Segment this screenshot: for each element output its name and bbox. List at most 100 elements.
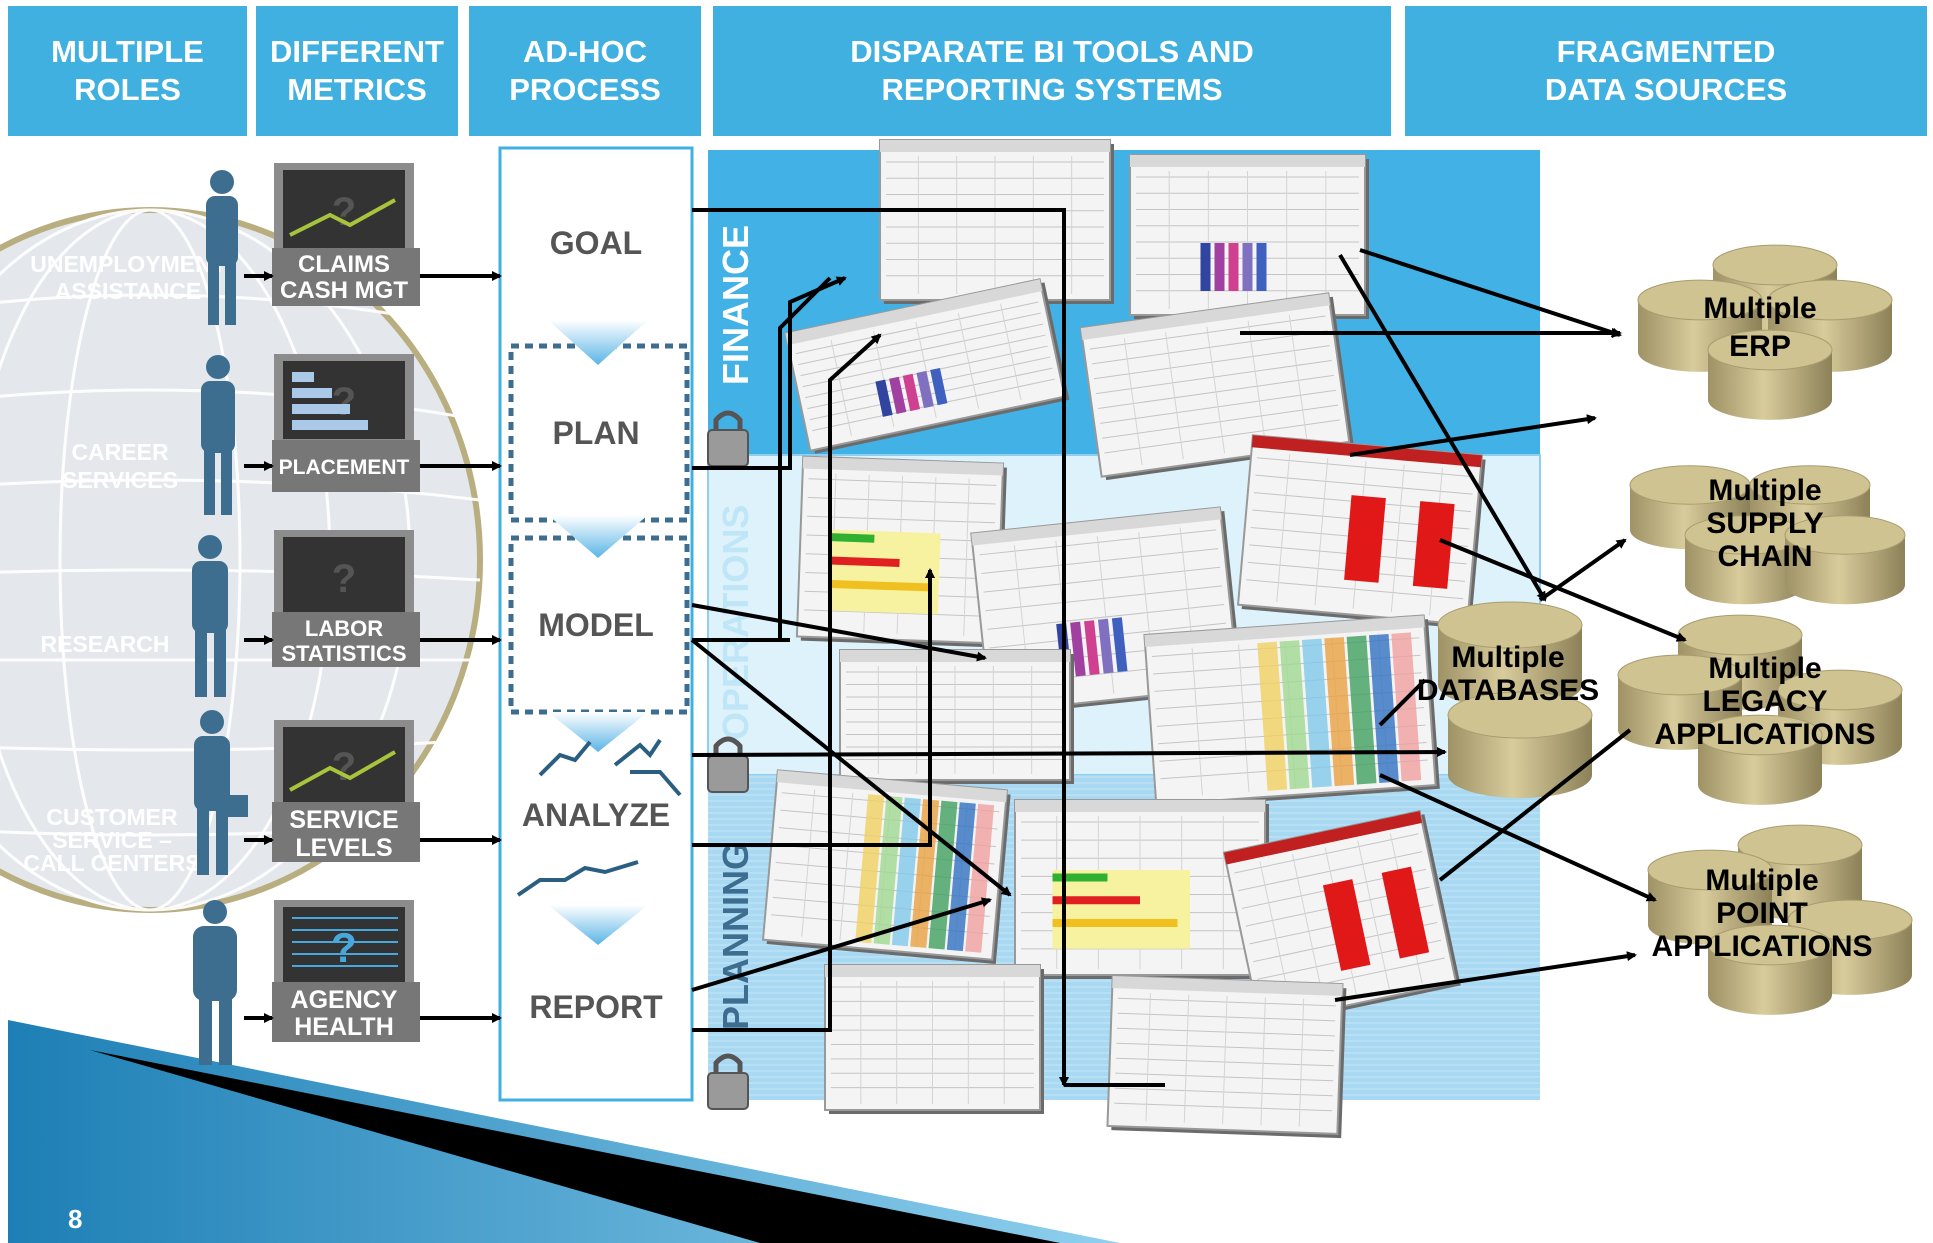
role-label: CUSTOMER: [46, 804, 178, 830]
decorative-wedge: [8, 1020, 1120, 1243]
metric-label: LEVELS: [295, 834, 392, 862]
process-step-model: MODEL: [538, 607, 654, 643]
trend-line-icon: [289, 198, 396, 237]
role-label: RESEARCH: [40, 631, 169, 657]
header-multiple-roles: MULTIPLE ROLES: [8, 6, 247, 136]
data-source-label: Multiple: [1451, 641, 1564, 674]
person-silhouettes: [192, 170, 248, 1065]
header-line: FRAGMENTED: [1556, 34, 1776, 69]
padlocks: [707, 410, 749, 1110]
header-line: DIFFERENT: [270, 34, 444, 69]
down-arrow-icon: [548, 905, 648, 945]
report-screenshot: [784, 278, 1070, 454]
data-source-label: ERP: [1729, 330, 1791, 363]
metric-label: PLACEMENT: [279, 456, 410, 479]
header-line: DISPARATE BI TOOLS AND: [850, 34, 1254, 69]
data-source-label: Multiple: [1708, 474, 1821, 507]
metric-label: AGENCY: [291, 986, 398, 1014]
role-label: UNEMPLOYMENT: [30, 251, 226, 277]
data-source-label: APPLICATIONS: [1654, 718, 1875, 751]
data-source-label: LEGACY: [1702, 685, 1827, 718]
question-mark-icon: ?: [332, 190, 356, 234]
header-line: AD-HOC: [523, 34, 647, 69]
report-screenshot: [1106, 974, 1347, 1139]
role-label: CAREER: [71, 439, 169, 465]
band-label-planning: PLANNING: [715, 842, 756, 1030]
data-source-cylinders: [1437, 244, 1913, 1015]
metric-monitor-agency-health: ? AGENCY HEALTH: [272, 900, 420, 1042]
report-screenshot: [1143, 614, 1440, 809]
database-cylinder-icon: [1447, 691, 1593, 799]
person-icon: [201, 355, 235, 515]
metric-monitors: ? CLAIMS CASH MGT ? PLACEMENT ? LABOR ST: [272, 163, 420, 1042]
metric-label: LABOR: [305, 616, 383, 641]
data-source-label: Multiple: [1705, 864, 1818, 897]
report-screenshot: [1236, 434, 1486, 630]
role-label: SECRETARY: [40, 1004, 179, 1030]
database-cylinder-icon: [1707, 924, 1833, 1015]
band-label-operations: OPERATIONS: [715, 505, 756, 740]
metric-label: CLAIMS: [298, 251, 390, 278]
header-line: PROCESS: [509, 72, 661, 107]
down-arrow-icon: [548, 320, 648, 365]
header-disparate-bi-tools: DISPARATE BI TOOLS AND REPORTING SYSTEMS: [713, 6, 1391, 136]
process-column: GOAL PLAN MODEL ANALYZE REPORT: [498, 146, 694, 1102]
database-cylinder-icon: [1617, 654, 1743, 750]
database-cylinder-icon: [1707, 329, 1833, 420]
metric-label: CASH MGT: [280, 277, 408, 304]
person-icon: [194, 710, 248, 875]
page-number: 8: [68, 1204, 82, 1234]
data-source-label: Multiple: [1708, 652, 1821, 685]
metric-monitor-service-levels: ? SERVICE LEVELS: [272, 720, 420, 862]
report-screenshots: [761, 139, 1486, 1139]
question-mark-icon: ?: [331, 924, 357, 971]
header-line: REPORTING SYSTEMS: [881, 72, 1223, 107]
report-screenshot: [1129, 154, 1369, 319]
header-line: DATA SOURCES: [1544, 72, 1788, 107]
header-fragmented-data-sources: FRAGMENTED DATA SOURCES: [1405, 6, 1927, 136]
role-label: SERVICES: [62, 467, 178, 493]
process-step-goal: GOAL: [550, 225, 642, 261]
metric-monitor-claims: ? CLAIMS CASH MGT: [272, 163, 420, 306]
header-line: ROLES: [74, 72, 181, 107]
data-source-label: APPLICATIONS: [1651, 930, 1872, 963]
analyze-squiggle-icon: [516, 738, 682, 897]
process-step-analyze: ANALYZE: [522, 797, 670, 833]
data-source-labels: Multiple ERP Multiple SUPPLY CHAIN Multi…: [1417, 292, 1876, 963]
metric-label: HEALTH: [294, 1013, 394, 1041]
data-source-label: SUPPLY: [1706, 507, 1823, 540]
question-mark-icon: ?: [332, 557, 356, 601]
report-screenshot: [1014, 799, 1269, 979]
report-screenshot: [1222, 809, 1461, 1027]
data-source-label: POINT: [1716, 897, 1808, 930]
band-label-finance: FINANCE: [715, 225, 756, 385]
input-arrows: [244, 271, 502, 1023]
down-arrow-icon: [548, 515, 648, 558]
process-step-report: REPORT: [529, 989, 663, 1025]
report-screenshot: [1079, 292, 1354, 481]
data-source-label: DATABASES: [1417, 674, 1599, 707]
person-icon: [192, 535, 228, 697]
question-mark-icon: ?: [332, 380, 356, 424]
document-lines-icon: [292, 917, 398, 967]
role-label: SERVICE –: [52, 827, 172, 853]
bar-chart-icon: [292, 372, 368, 430]
metric-label: STATISTICS: [281, 641, 406, 666]
header-ad-hoc-process: AD-HOC PROCESS: [469, 6, 701, 136]
data-source-label: CHAIN: [1718, 540, 1813, 573]
data-source-label: Multiple: [1703, 292, 1816, 325]
metric-label: SERVICE: [289, 806, 398, 834]
metric-monitor-labor: ? LABOR STATISTICS: [272, 530, 420, 667]
trend-line-icon: [289, 750, 397, 792]
role-label: ASSISTANCE: [55, 278, 202, 304]
role-label: CALL CENTERS: [23, 850, 200, 876]
padlock-icon: [707, 1053, 749, 1110]
metric-monitor-placement: ? PLACEMENT: [272, 354, 420, 492]
connector-arrows: [690, 208, 1687, 1087]
header-line: MULTIPLE: [51, 34, 204, 69]
header-line: METRICS: [287, 72, 427, 107]
down-arrow-icon: [548, 712, 648, 752]
database-cylinder-icon: [1697, 714, 1823, 805]
report-screenshot: [824, 964, 1044, 1114]
